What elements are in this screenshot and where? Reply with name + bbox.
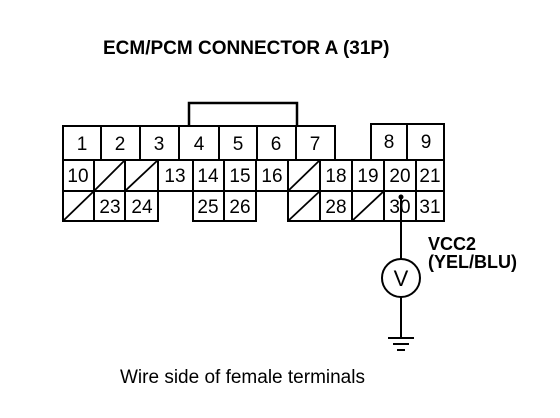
pin-1: 1 [77, 134, 88, 155]
pin-6: 6 [271, 134, 282, 155]
pin-20: 20 [389, 166, 410, 187]
pin-18: 18 [325, 166, 346, 187]
pin-13: 13 [164, 166, 185, 187]
pin-25: 25 [197, 197, 218, 218]
ground-icon [388, 337, 414, 351]
probe-point [398, 194, 404, 200]
pin-24: 24 [131, 197, 153, 218]
pin-5: 5 [233, 134, 244, 155]
connector-outline [62, 123, 445, 222]
pin-10: 10 [67, 166, 88, 187]
pin-9: 9 [421, 132, 432, 153]
empty-cavity [62, 190, 95, 222]
empty-cavity [287, 190, 321, 222]
pin-3: 3 [154, 134, 165, 155]
pin-21: 21 [419, 166, 440, 187]
pin-26: 26 [229, 197, 250, 218]
empty-cavity [124, 159, 159, 192]
pin-15: 15 [229, 166, 250, 187]
signal-name: VCC2 [428, 234, 476, 254]
pin-7: 7 [310, 134, 321, 155]
pin-4: 4 [194, 134, 205, 155]
empty-cavity-slashes [62, 159, 385, 222]
diagram-caption: Wire side of female terminals [120, 367, 365, 388]
empty-cavity [287, 159, 321, 192]
connector-lock-tab [187, 101, 299, 126]
pin-8: 8 [384, 132, 395, 153]
pin-19: 19 [357, 166, 378, 187]
pin-28: 28 [325, 197, 346, 218]
pin-14: 14 [197, 166, 219, 187]
pin-23: 23 [99, 197, 120, 218]
empty-cavity [93, 159, 126, 192]
pin-2: 2 [115, 134, 126, 155]
voltmeter-symbol: V [394, 266, 409, 291]
pin-16: 16 [261, 166, 282, 187]
diagram-title: ECM/PCM CONNECTOR A (31P) [103, 38, 389, 59]
wire-color: (YEL/BLU) [428, 252, 517, 272]
voltmeter-icon: V [381, 258, 421, 298]
pin-31: 31 [419, 197, 440, 218]
empty-cavity [351, 190, 385, 222]
